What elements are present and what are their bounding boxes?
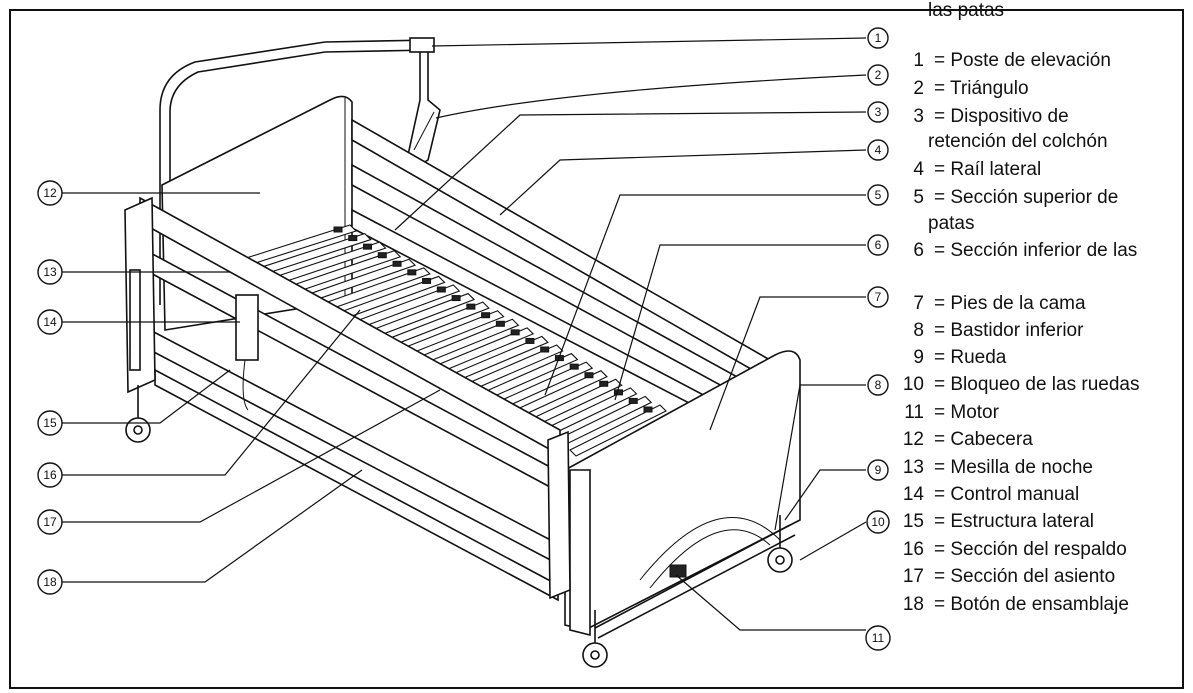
callout-number: 3 <box>875 105 882 119</box>
callout-11: 11 <box>865 625 891 651</box>
slat-clip <box>510 329 520 336</box>
callout-number: 13 <box>43 265 57 279</box>
callout-circle <box>865 625 891 651</box>
callout-circle <box>37 462 63 488</box>
slat-clip <box>407 269 417 276</box>
wheels <box>125 385 793 668</box>
callout-circle <box>37 309 63 335</box>
callout-circle <box>867 101 889 123</box>
callout-number: 17 <box>43 515 57 529</box>
callout-circle <box>867 184 889 206</box>
callout-circle <box>37 569 63 595</box>
callout-circle <box>867 27 889 49</box>
slat-clip <box>569 363 579 370</box>
under-frame <box>594 524 796 639</box>
callout-5: 5 <box>867 184 889 206</box>
far-side-rail <box>351 118 771 447</box>
callout-7: 7 <box>867 286 889 308</box>
callout-number: 11 <box>872 631 885 645</box>
slat-clip <box>495 320 505 327</box>
callout-15: 15 <box>37 410 63 436</box>
callout-circle <box>867 286 889 308</box>
slat-clip <box>363 243 373 250</box>
slat-clip <box>599 380 609 387</box>
callout-number: 12 <box>43 186 57 200</box>
callout-4: 4 <box>867 139 889 161</box>
callout-1: 1 <box>867 27 889 49</box>
callout-number: 9 <box>875 463 882 477</box>
slat-clip <box>643 406 653 413</box>
callout-12: 12 <box>37 180 63 206</box>
callout-number: 7 <box>875 290 882 304</box>
slat-clip <box>525 337 535 344</box>
slat-clip <box>540 346 550 353</box>
callout-circle <box>866 510 890 534</box>
callout-circle <box>37 509 63 535</box>
callout-13: 13 <box>37 259 63 285</box>
foot-post <box>547 430 571 600</box>
callout-number: 6 <box>875 238 882 252</box>
callout-circle <box>37 180 63 206</box>
callout-17: 17 <box>37 509 63 535</box>
callout-number: 5 <box>875 188 882 202</box>
slat-clip <box>451 295 461 302</box>
wheel-hub <box>775 555 785 565</box>
wheel-hub <box>590 650 600 660</box>
callout-14: 14 <box>37 309 63 335</box>
triangle-handle <box>407 52 441 164</box>
lifting-pole <box>159 37 435 305</box>
callout-number: 18 <box>43 575 57 589</box>
callout-9: 9 <box>867 459 889 481</box>
callout-circle <box>867 459 889 481</box>
slat-clip <box>613 389 623 396</box>
callout-number: 8 <box>875 378 882 392</box>
callout-3: 3 <box>867 101 889 123</box>
callout-circle <box>867 139 889 161</box>
callout-circle <box>867 64 889 86</box>
slat-clip <box>584 372 594 379</box>
callout-number: 1 <box>875 31 882 45</box>
slat-clip <box>628 397 638 404</box>
callout-number: 14 <box>43 315 57 329</box>
callout-18: 18 <box>37 569 63 595</box>
callout-circle <box>867 234 889 256</box>
callout-number: 15 <box>43 416 57 430</box>
callout-circle <box>37 259 63 285</box>
slat-clip <box>377 252 387 259</box>
slat <box>569 404 667 457</box>
callout-number: 2 <box>875 68 882 82</box>
head-post <box>124 196 156 394</box>
slat-clip <box>422 277 432 284</box>
hand-control <box>235 294 259 411</box>
callout-8: 8 <box>867 374 889 396</box>
slat-clip <box>392 260 402 267</box>
slat-clip <box>466 303 476 310</box>
callout-2: 2 <box>867 64 889 86</box>
slat-clip <box>333 226 343 233</box>
callout-6: 6 <box>867 234 889 256</box>
callout-circle <box>37 410 63 436</box>
callout-number: 4 <box>875 143 882 157</box>
callout-number: 10 <box>871 515 885 529</box>
wheel-hub <box>133 425 143 435</box>
slat-clip <box>348 235 358 242</box>
callout-10: 10 <box>866 510 890 534</box>
slat-clip <box>481 312 491 319</box>
callout-circle <box>867 374 889 396</box>
slat-clip <box>436 286 446 293</box>
callout-number: 16 <box>43 468 57 482</box>
footboard <box>564 350 801 637</box>
mattress-platform <box>238 224 667 457</box>
leader-lines <box>62 37 867 631</box>
callout-16: 16 <box>37 462 63 488</box>
